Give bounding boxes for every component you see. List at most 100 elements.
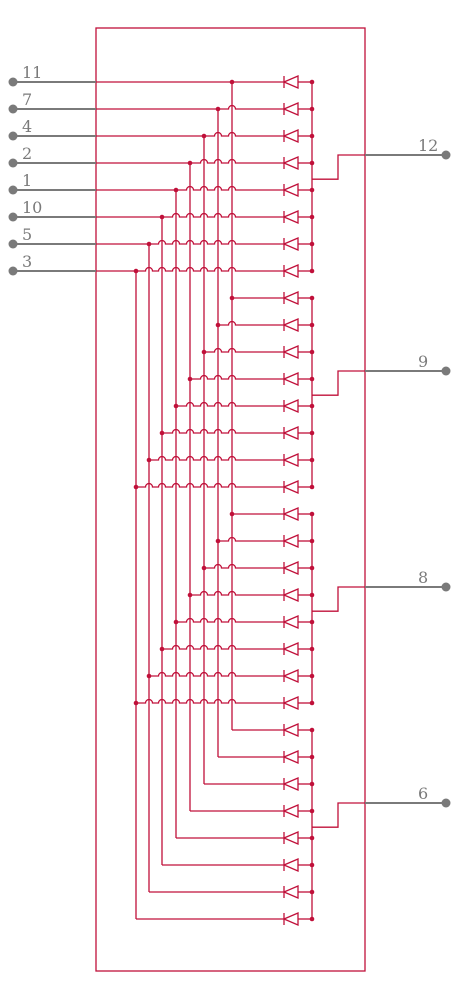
diode-11 — [282, 372, 312, 386]
diode-triangle — [282, 723, 299, 737]
collector-junction — [309, 727, 315, 733]
diode-triangle — [282, 345, 299, 359]
diode-triangle — [282, 372, 299, 386]
diode-triangle — [282, 156, 299, 170]
row-wire — [204, 563, 284, 569]
wire-layer — [96, 81, 365, 920]
diode-triangle — [282, 804, 299, 818]
collector-junction — [309, 322, 315, 328]
pin-label: 5 — [22, 225, 32, 244]
diode-triangle — [282, 318, 299, 332]
bus-junction — [215, 106, 221, 112]
row-wire — [218, 320, 284, 326]
diode-0 — [282, 75, 312, 89]
bus-junction — [229, 79, 235, 85]
diode-16 — [282, 507, 312, 521]
diode-25 — [282, 750, 312, 764]
pin-terminal — [441, 366, 451, 376]
right-pin-12: 12 — [365, 136, 451, 160]
diode-triangle — [282, 615, 299, 629]
collector-junction — [309, 835, 315, 841]
row-wire — [96, 185, 284, 191]
diode-13 — [282, 426, 312, 440]
pin-terminal — [8, 158, 18, 168]
diode-triangle — [282, 777, 299, 791]
row-wire — [96, 104, 284, 110]
diode-triangle — [282, 426, 299, 440]
output-tap — [312, 154, 365, 180]
right-pin-8: 8 — [365, 568, 451, 592]
diode-triangle — [282, 183, 299, 197]
collector-junction — [309, 484, 315, 490]
diode-18 — [282, 561, 312, 575]
pin-terminal — [8, 131, 18, 141]
left-pin-4: 4 — [8, 117, 96, 141]
diode-triangle — [282, 588, 299, 602]
diode-31 — [282, 912, 312, 926]
bus-junction — [133, 484, 139, 490]
diode-triangle — [282, 912, 299, 926]
bus-junction — [173, 187, 179, 193]
pin-terminal — [441, 798, 451, 808]
pin-label: 6 — [418, 784, 428, 803]
diode-17 — [282, 534, 312, 548]
collector-junction — [309, 646, 315, 652]
component-body — [95, 27, 366, 972]
row-wire — [96, 239, 284, 245]
pin-label: 8 — [418, 568, 428, 587]
diode-triangle — [282, 561, 299, 575]
diode-7 — [282, 264, 312, 278]
diode-4 — [282, 183, 312, 197]
row-wire — [218, 536, 284, 542]
left-pin-10: 10 — [8, 198, 96, 222]
right-pin-group: 12 9 8 6 — [365, 136, 451, 808]
diode-26 — [282, 777, 312, 791]
pin-terminal — [8, 185, 18, 195]
diode-triangle — [282, 75, 299, 89]
collector-junction — [309, 700, 315, 706]
diode-28 — [282, 831, 312, 845]
bus-junction — [159, 214, 165, 220]
pin-terminal — [8, 266, 18, 276]
collector-junction — [309, 781, 315, 787]
collector-junction — [309, 403, 315, 409]
collector-junction — [309, 808, 315, 814]
bus-junction — [173, 619, 179, 625]
collector-junction — [309, 538, 315, 544]
bus-junction — [201, 133, 207, 139]
row-wire — [204, 347, 284, 353]
diode-triangle — [282, 129, 299, 143]
pin-label: 11 — [22, 63, 42, 82]
diode-27 — [282, 804, 312, 818]
pin-label: 3 — [22, 252, 32, 271]
diode-24 — [282, 723, 312, 737]
bus-junction — [159, 646, 165, 652]
row-wire — [162, 644, 284, 650]
pin-label: 10 — [22, 198, 42, 217]
right-pin-9: 9 — [365, 352, 451, 376]
diode-1 — [282, 102, 312, 116]
bus-junction — [187, 376, 193, 382]
bus-junction — [187, 160, 193, 166]
bus-junction — [215, 538, 221, 544]
collector-junction — [309, 619, 315, 625]
diode-12 — [282, 399, 312, 413]
bus-junction — [173, 403, 179, 409]
pin-label: 4 — [22, 117, 32, 136]
bus-junction — [215, 322, 221, 328]
collector-junction — [309, 754, 315, 760]
diode-triangle — [282, 237, 299, 251]
diode-triangle — [282, 642, 299, 656]
row-wire — [149, 671, 284, 677]
diode-19 — [282, 588, 312, 602]
diode-triangle — [282, 102, 299, 116]
collector-junction — [309, 916, 315, 922]
bus-junction — [133, 268, 139, 274]
diode-triangle — [282, 858, 299, 872]
collector-junction — [309, 349, 315, 355]
row-wire — [96, 131, 284, 137]
diode-20 — [282, 615, 312, 629]
diode-triangle — [282, 480, 299, 494]
left-pin-5: 5 — [8, 225, 96, 249]
